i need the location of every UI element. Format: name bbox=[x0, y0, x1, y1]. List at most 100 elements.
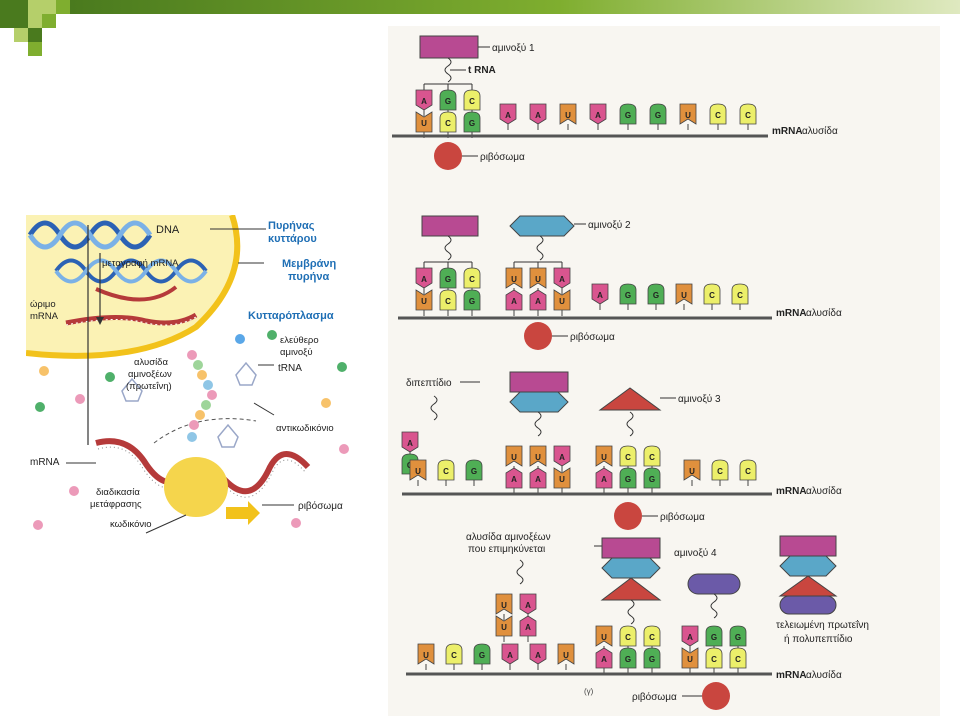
svg-text:A: A bbox=[505, 111, 511, 120]
svg-text:A: A bbox=[511, 297, 517, 306]
label-free-aa-1: ελεύθερο bbox=[280, 335, 319, 346]
base-A: A bbox=[519, 615, 537, 642]
svg-text:G: G bbox=[649, 655, 655, 664]
base-A: A bbox=[529, 643, 547, 670]
base-U: U bbox=[559, 103, 577, 130]
amino-acid-3-triangle bbox=[600, 577, 662, 601]
base-G: G bbox=[729, 625, 747, 652]
decor-square bbox=[28, 42, 42, 56]
base-C: C bbox=[739, 103, 757, 130]
svg-text:C: C bbox=[715, 111, 721, 120]
svg-text:A: A bbox=[559, 453, 565, 462]
svg-text:U: U bbox=[559, 475, 565, 484]
label-membrane-2: πυρήνα bbox=[288, 271, 329, 283]
cell-diagram-svg: DNA Πυρήνας κυττάρου Μεμβράνη πυρήνα μετ… bbox=[25, 214, 349, 534]
base-C: C bbox=[463, 267, 481, 294]
trna-shape bbox=[121, 361, 257, 448]
step2-ribosome-label: ριβόσωμα bbox=[570, 331, 615, 343]
base-A: A bbox=[529, 289, 547, 316]
svg-text:U: U bbox=[685, 111, 691, 120]
step4-mrna-bold: mRNA bbox=[776, 670, 807, 681]
base-G: G bbox=[619, 467, 637, 494]
base-U: U bbox=[675, 283, 693, 310]
svg-text:U: U bbox=[563, 651, 569, 660]
ribosome bbox=[614, 502, 642, 530]
step4-finished-2: ή πολυπεπτίδιο bbox=[784, 633, 853, 645]
ribosome bbox=[434, 142, 462, 170]
svg-text:U: U bbox=[501, 601, 507, 610]
amino-acid-chain bbox=[187, 350, 217, 442]
base-G: G bbox=[647, 283, 665, 310]
base-G: G bbox=[643, 467, 661, 494]
svg-text:C: C bbox=[469, 275, 475, 284]
ribosome bbox=[702, 682, 730, 710]
step4-finished-1: τελειωμένη πρωτεΐνη bbox=[776, 619, 869, 631]
base-G: G bbox=[619, 103, 637, 130]
amino-acid-2-hex bbox=[601, 557, 661, 579]
svg-text:U: U bbox=[689, 467, 695, 476]
label-anticodon: αντικωδικόνιο bbox=[276, 423, 334, 434]
base-A: A bbox=[595, 467, 613, 494]
svg-text:G: G bbox=[735, 633, 741, 642]
svg-text:C: C bbox=[445, 297, 451, 306]
svg-text:A: A bbox=[601, 655, 607, 664]
base-U: U bbox=[505, 445, 523, 472]
base-U: U bbox=[683, 459, 701, 486]
decor-square bbox=[56, 0, 70, 14]
base-A: A bbox=[589, 103, 607, 130]
svg-text:C: C bbox=[443, 467, 449, 476]
finished-protein-block bbox=[779, 535, 837, 557]
free-amino-acids bbox=[33, 330, 349, 530]
svg-text:A: A bbox=[421, 97, 427, 106]
svg-text:C: C bbox=[451, 651, 457, 660]
svg-text:A: A bbox=[687, 633, 693, 642]
svg-text:C: C bbox=[445, 119, 451, 128]
finished-protein-triangle bbox=[778, 575, 838, 597]
decor-square bbox=[42, 14, 56, 28]
base-A: A bbox=[529, 103, 547, 130]
base-U: U bbox=[495, 615, 513, 642]
amino-acid-1-block bbox=[419, 35, 479, 59]
svg-text:C: C bbox=[745, 111, 751, 120]
base-A: A bbox=[553, 445, 571, 472]
base-U: U bbox=[679, 103, 697, 130]
step2-aa-label: αμινοξύ 2 bbox=[588, 219, 631, 231]
svg-text:C: C bbox=[625, 453, 631, 462]
svg-text:U: U bbox=[421, 119, 427, 128]
amino-acid-1-block bbox=[601, 537, 661, 559]
label-nucleus-2: κυττάρου bbox=[268, 233, 317, 245]
label-codon: κωδικόνιο bbox=[110, 519, 152, 530]
base-A: A bbox=[681, 625, 699, 652]
svg-text:U: U bbox=[601, 453, 607, 462]
label-free-aa-2: αμινοξύ bbox=[280, 347, 313, 358]
amino-acid-1-block bbox=[421, 215, 479, 237]
base-C: C bbox=[705, 647, 723, 674]
base-U: U bbox=[495, 593, 513, 620]
svg-text:A: A bbox=[525, 601, 531, 610]
base-C: C bbox=[709, 103, 727, 130]
amino-acid-1-block bbox=[509, 371, 569, 393]
svg-text:A: A bbox=[421, 275, 427, 284]
step3-dipeptide-label: διπεπτίδιο bbox=[406, 377, 452, 389]
label-translation-2: μετάφρασης bbox=[90, 499, 142, 510]
label-trna: tRNA bbox=[278, 363, 302, 374]
decor-square bbox=[28, 28, 42, 42]
decor-square bbox=[14, 28, 28, 42]
svg-text:G: G bbox=[653, 291, 659, 300]
svg-text:G: G bbox=[655, 111, 661, 120]
base-G: G bbox=[619, 283, 637, 310]
base-U: U bbox=[415, 289, 433, 316]
base-A: A bbox=[501, 643, 519, 670]
label-mature-1: ώριμο bbox=[30, 299, 56, 310]
label-membrane-1: Μεμβράνη bbox=[282, 258, 337, 270]
svg-text:A: A bbox=[597, 291, 603, 300]
label-chain-1: αλυσίδα bbox=[134, 357, 168, 368]
step1-aa-label: αμινοξύ 1 bbox=[492, 42, 535, 54]
step3-mrna-bold: mRNA bbox=[776, 486, 807, 497]
label-cytoplasm: Κυτταρόπλασμα bbox=[248, 310, 334, 322]
svg-text:G: G bbox=[445, 97, 451, 106]
label-chain-2: αμινοξέων bbox=[128, 369, 172, 380]
svg-text:G: G bbox=[625, 475, 631, 484]
